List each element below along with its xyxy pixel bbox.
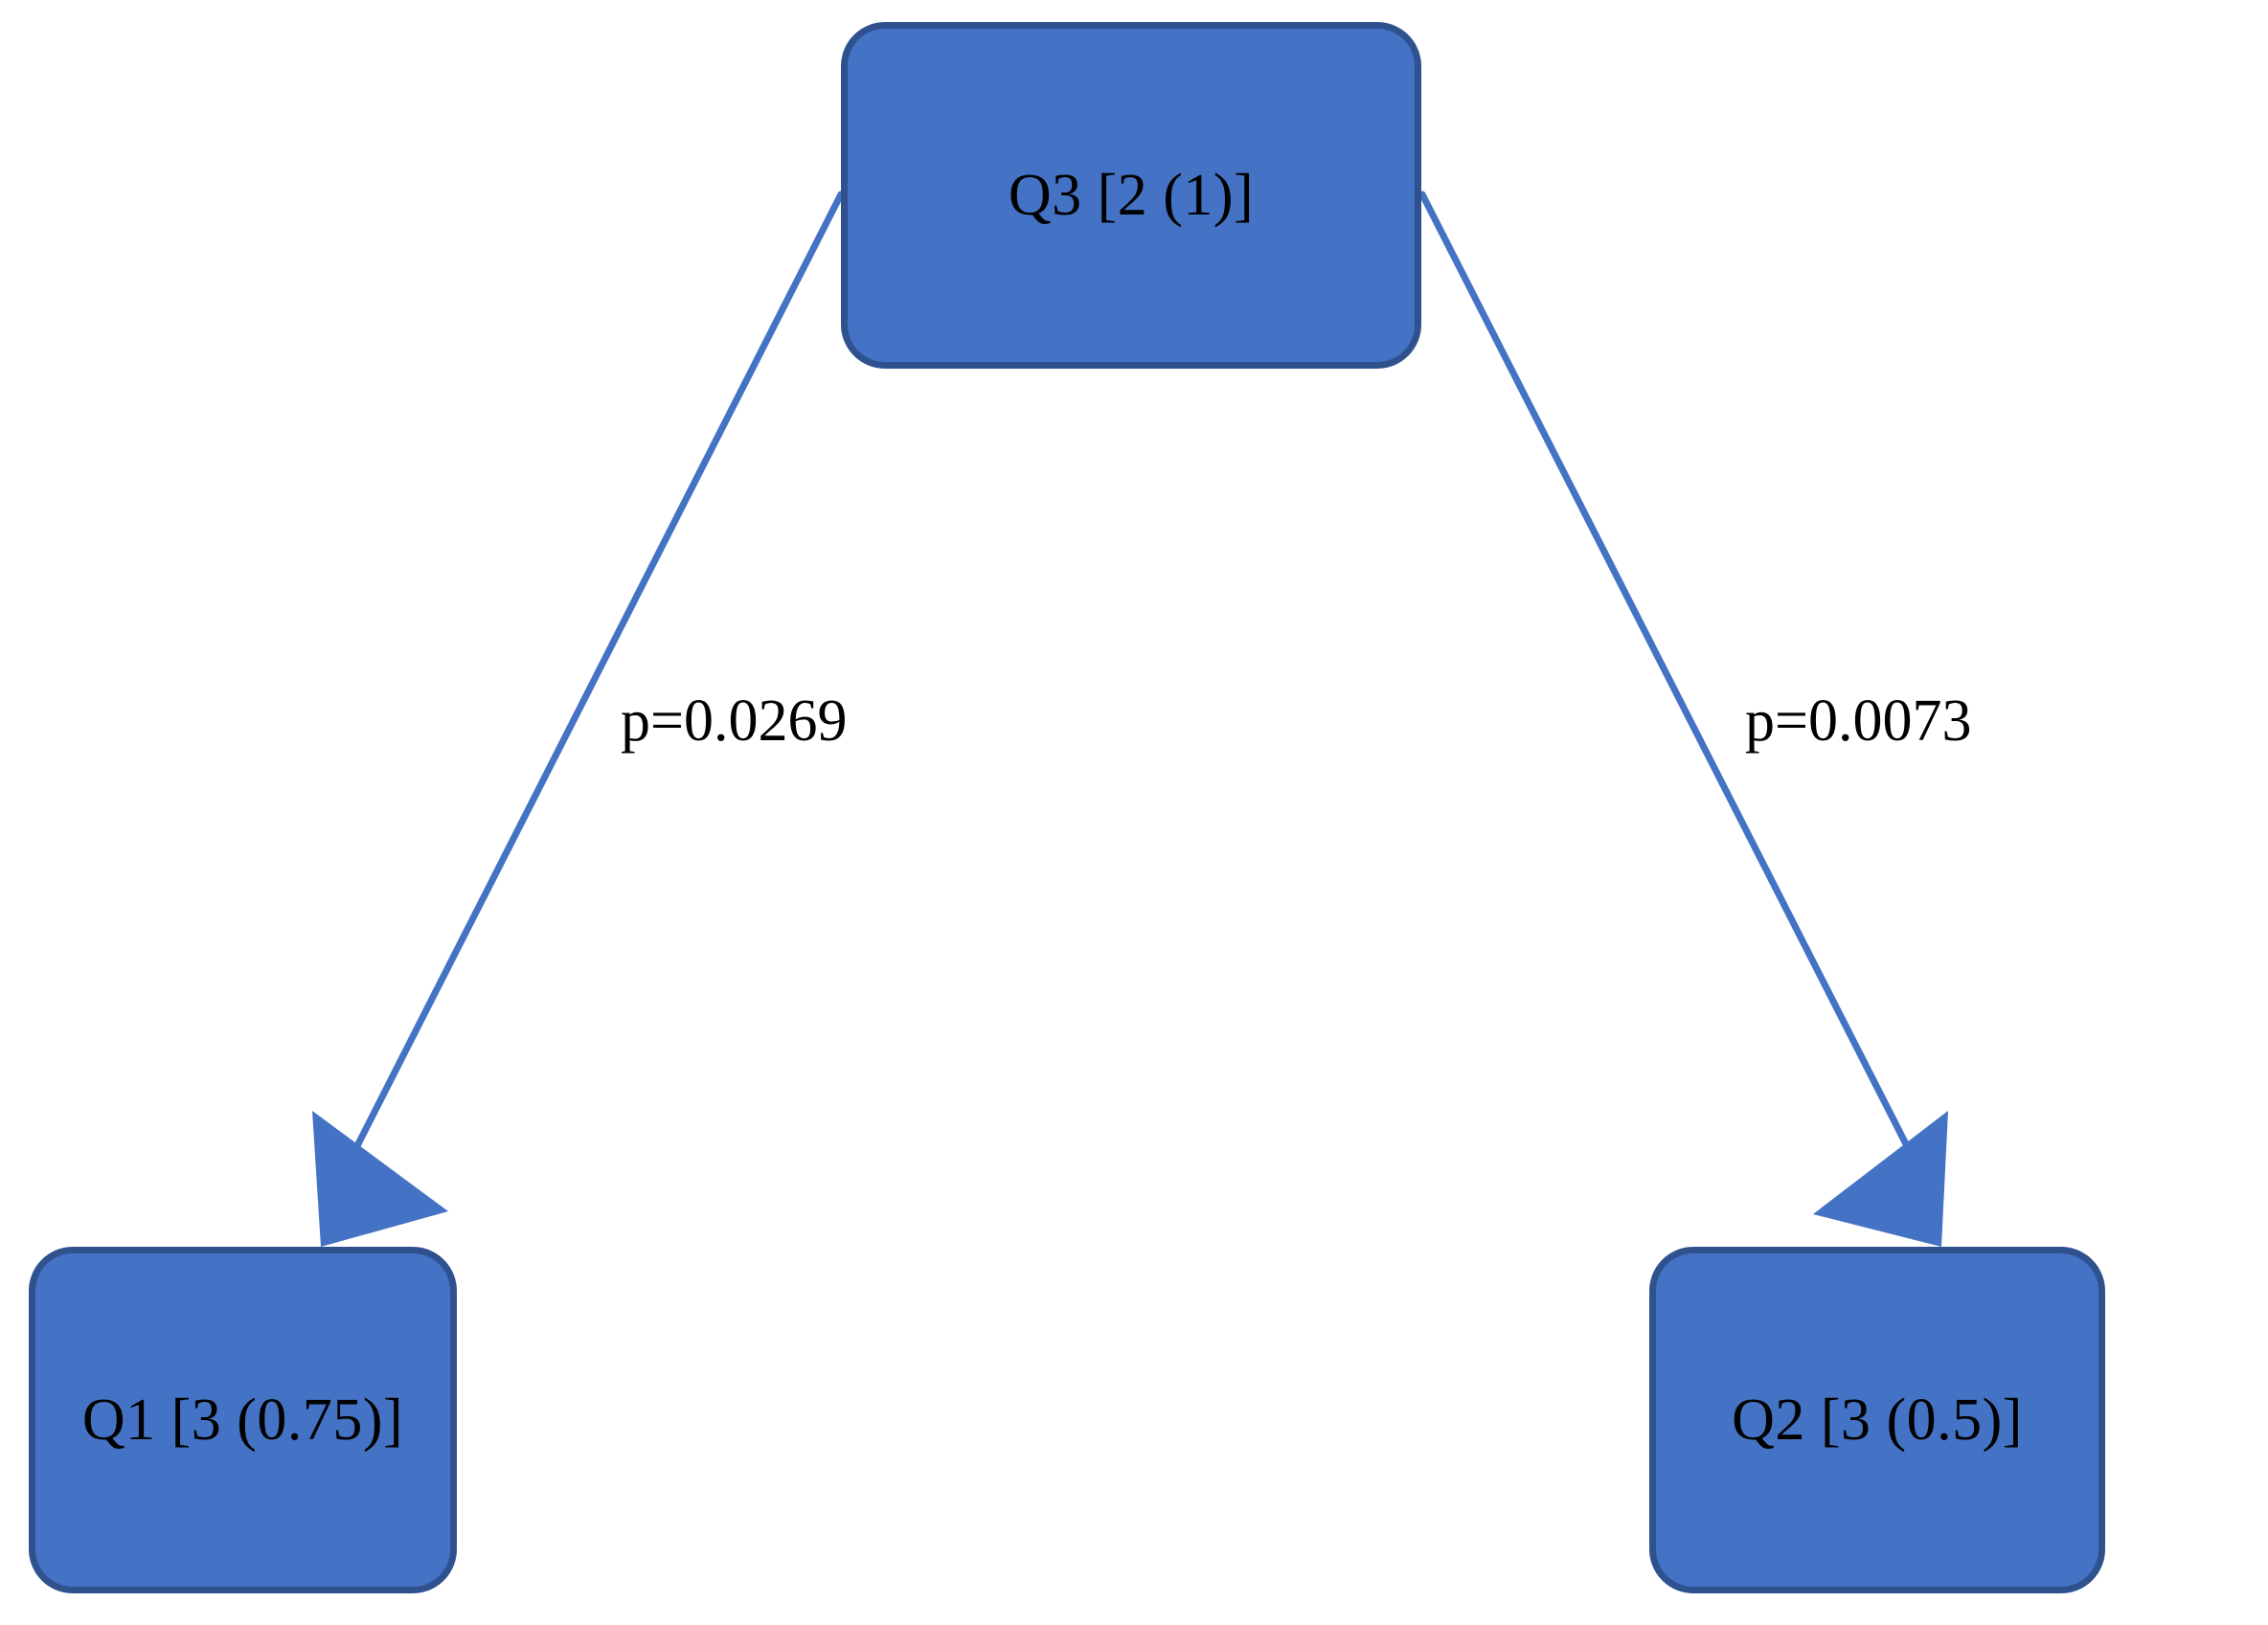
edge-line-q3-q1 [333, 191, 845, 1189]
node-q3[interactable]: Q3 [2 (1)] [841, 22, 1421, 369]
arrowhead-q3-q2 [1813, 1111, 1948, 1247]
node-q1[interactable]: Q1 [3 (0.75)] [29, 1247, 457, 1593]
edge-label-q3-q2: p=0.0073 [1745, 688, 1972, 754]
edge-line-q3-q2 [1418, 191, 1931, 1189]
edge-q3-to-q2[interactable] [1418, 191, 1948, 1247]
node-q1-label: Q1 [3 (0.75)] [81, 1388, 404, 1453]
edge-label-q3-q1: p=0.0269 [621, 688, 848, 754]
node-q2-label: Q2 [3 (0.5)] [1732, 1388, 2023, 1453]
edge-q3-to-q1[interactable] [312, 191, 845, 1247]
node-q2[interactable]: Q2 [3 (0.5)] [1649, 1247, 2105, 1593]
arrowhead-q3-q1 [312, 1111, 448, 1247]
node-q3-label: Q3 [2 (1)] [1008, 163, 1255, 228]
